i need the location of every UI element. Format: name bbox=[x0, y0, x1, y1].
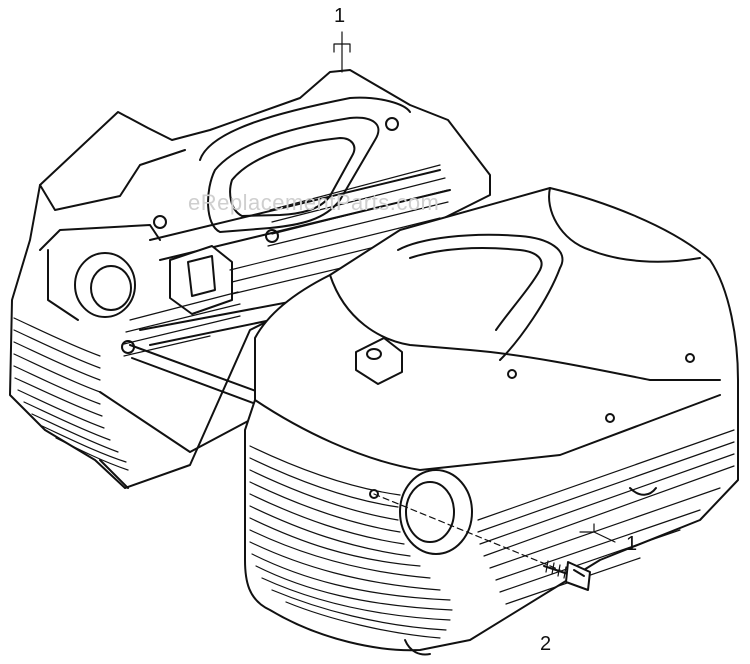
rear-housing-half bbox=[9, 69, 491, 489]
front-housing-half bbox=[244, 187, 739, 656]
callout-1-right: 1 bbox=[626, 533, 638, 555]
callout-2-screw: 2 bbox=[540, 633, 552, 655]
watermark-text: eReplacementParts.com bbox=[188, 190, 440, 215]
callout-1-top: 1 bbox=[334, 5, 346, 27]
leader-lines bbox=[333, 31, 616, 571]
screw bbox=[543, 560, 591, 591]
